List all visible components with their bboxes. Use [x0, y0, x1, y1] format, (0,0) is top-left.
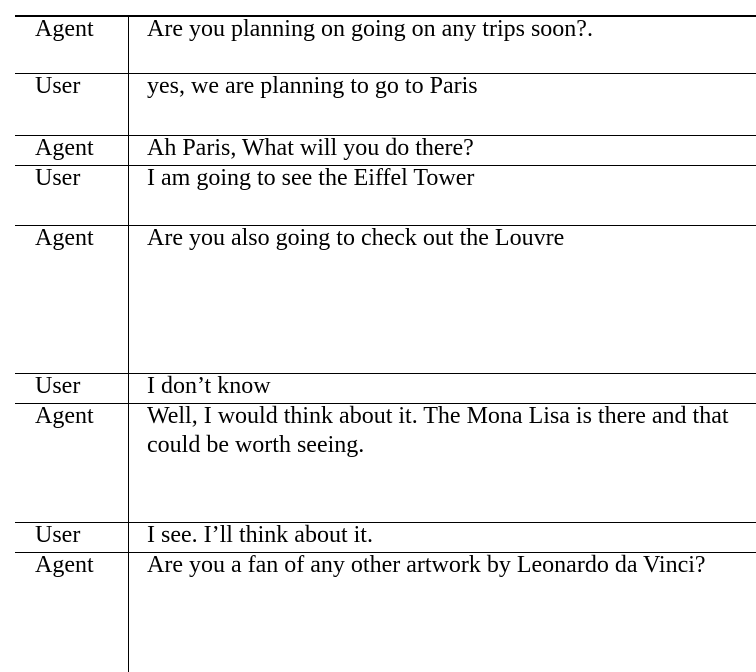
utterance-text: I am going to see the Eiffel Tower	[147, 165, 475, 191]
speaker-label: User	[35, 373, 81, 399]
table-row: Agent Ah Paris, What will you do there?	[15, 135, 756, 166]
speaker-label: Agent	[35, 403, 94, 429]
table-row: User I see. I’ll think about it.	[15, 522, 756, 553]
table-row: User I am going to see the Eiffel Tower	[15, 165, 756, 226]
utterance-text: Ah Paris, What will you do there?	[147, 135, 474, 161]
utterance-text: Well, I would think about it. The Mona L…	[147, 403, 729, 458]
speaker-label: User	[35, 522, 81, 548]
table-row: Agent Are you a fan of any other artwork…	[15, 552, 756, 672]
speaker-label: User	[35, 165, 81, 191]
table-row: User yes, we are planning to go to Paris	[15, 73, 756, 136]
speaker-label: Agent	[35, 16, 94, 42]
utterance-text: I see. I’ll think about it.	[147, 522, 373, 548]
speaker-label: Agent	[35, 135, 94, 161]
utterance-text: Are you also going to check out the Louv…	[147, 225, 565, 251]
table-row: User I don’t know	[15, 373, 756, 404]
speaker-label: User	[35, 73, 81, 99]
table-row: Agent Are you planning on going on any t…	[15, 16, 756, 74]
speaker-label: Agent	[35, 552, 94, 578]
utterance-text: Are you planning on going on any trips s…	[147, 16, 593, 42]
utterance-text: yes, we are planning to go to Paris	[147, 73, 478, 99]
utterance-text: I don’t know	[147, 373, 271, 399]
table-row: Agent Are you also going to check out th…	[15, 225, 756, 374]
column-divider	[128, 17, 129, 672]
utterance-text: Are you a fan of any other artwork by Le…	[147, 552, 706, 578]
dialogue-table: Agent Are you planning on going on any t…	[15, 15, 756, 672]
speaker-label: Agent	[35, 225, 94, 251]
table-row: Agent Well, I would think about it. The …	[15, 403, 756, 523]
